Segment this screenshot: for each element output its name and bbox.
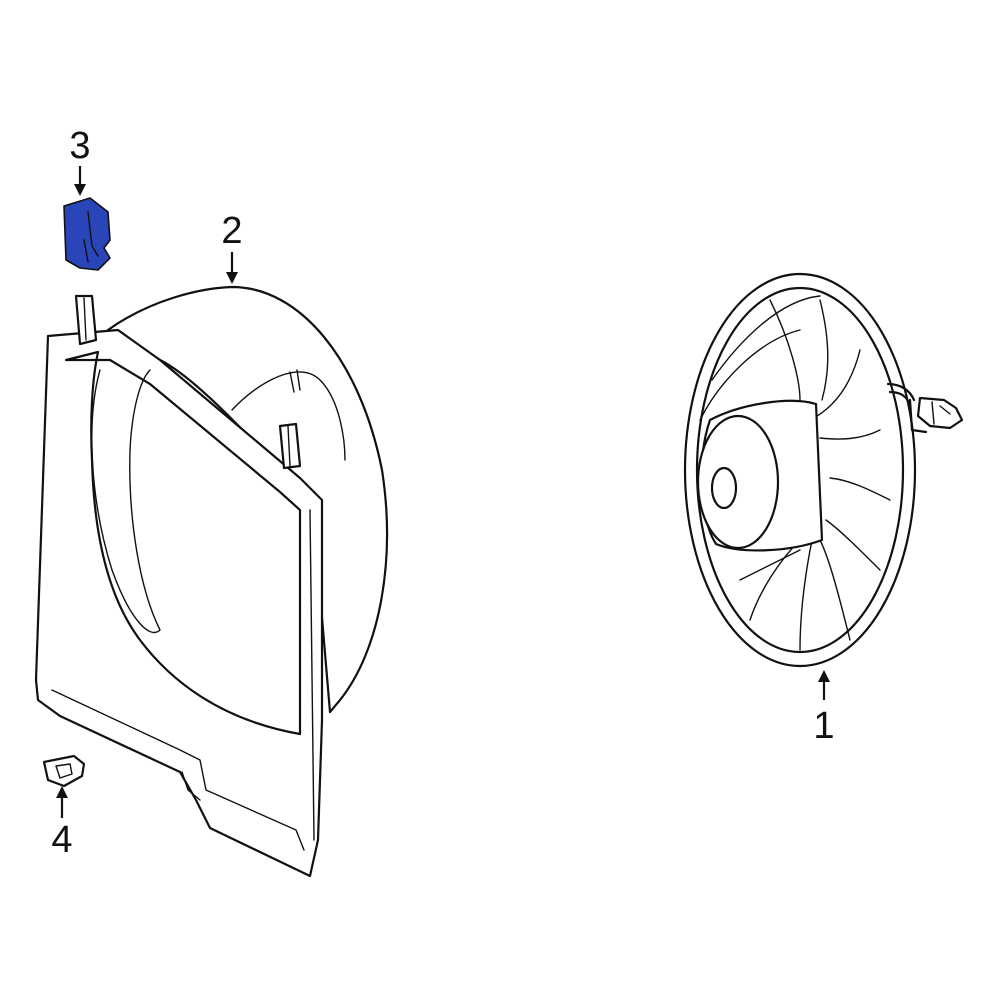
shroud-inner-ring: [91, 369, 161, 634]
shroud-frame-right-edge: [309, 509, 315, 841]
callout-arrowhead-2: [226, 272, 238, 284]
shroud-opening: [64, 350, 302, 736]
shroud-clip-slot: [83, 211, 99, 263]
callout-number-4: 4: [51, 819, 72, 861]
fan-motor-face: [696, 414, 780, 550]
callout-arrowhead-1: [818, 670, 830, 682]
fan-assembly[interactable]: [683, 272, 964, 668]
fan-connector: [916, 396, 964, 430]
fan-connector-detail: [931, 401, 951, 425]
callout-arrowhead-3: [74, 184, 86, 196]
shroud-housing-ridge: [231, 371, 346, 461]
grommet-body: [42, 754, 86, 788]
shroud-grommet[interactable]: [42, 754, 86, 788]
callout-3: 3: [69, 125, 91, 196]
fan-shroud[interactable]: [34, 285, 389, 878]
callout-arrowhead-4: [56, 786, 68, 798]
callout-number-1: 1: [813, 705, 834, 747]
callout-number-2: 2: [221, 210, 242, 252]
callout-number-3: 3: [69, 125, 90, 167]
fan-ring-inner: [695, 286, 905, 654]
shroud-clip-tab-right: [278, 422, 302, 470]
shroud-frame-bottom-edge: [51, 689, 305, 851]
shroud-bottom-tab: [181, 771, 201, 801]
shroud-clip-body: [63, 197, 111, 271]
shroud-clip-tab-left: [74, 294, 98, 346]
callout-2: 2: [221, 210, 243, 284]
grommet-hole: [55, 763, 73, 779]
shroud-clip[interactable]: [63, 197, 111, 271]
fan-wire-harness: [886, 382, 928, 434]
fan-hub-cap: [710, 466, 738, 510]
shroud-housing-rib: [289, 369, 301, 393]
callout-4: 4: [51, 786, 73, 861]
fan-blades: [699, 295, 891, 651]
shroud-clip-tab-right-line: [287, 425, 291, 467]
shroud-clip-tab-left-line: [83, 297, 87, 341]
callout-1: 1: [813, 670, 835, 747]
